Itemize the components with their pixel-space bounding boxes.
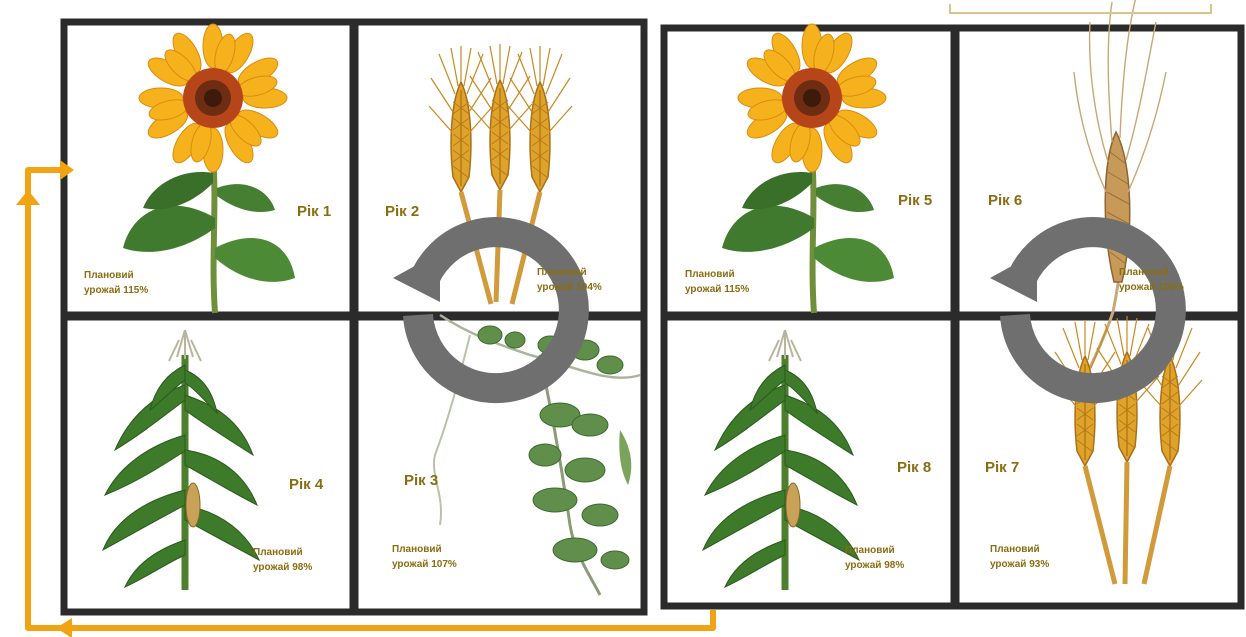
yield-line-2: урожай 106% <box>1119 280 1184 295</box>
year-label: Рік 2 <box>385 203 419 220</box>
yield-line-1: Плановий <box>685 267 749 282</box>
arrow-head-icon <box>16 190 40 205</box>
yield-line-1: Плановий <box>537 265 602 280</box>
yield-line-1: Плановий <box>84 268 148 283</box>
yield-line-1: Плановий <box>392 542 457 557</box>
yield-line-2: урожай 107% <box>392 557 457 572</box>
year-label: Рік 8 <box>897 459 931 476</box>
yield-line-1: Плановий <box>990 542 1049 557</box>
yield-line-1: Плановий <box>845 543 904 558</box>
yield-line-1: Плановий <box>1119 265 1184 280</box>
year-label: Рік 4 <box>289 476 323 493</box>
year-label: Рік 5 <box>898 192 932 209</box>
planned-yield-label: Плановий урожай 93% <box>990 542 1049 572</box>
arrow-head-icon <box>56 618 72 637</box>
year-label: Рік 7 <box>985 459 1019 476</box>
yield-line-1: Плановий <box>253 545 312 560</box>
yield-line-2: урожай 115% <box>84 283 148 298</box>
planned-yield-label: Плановий урожай 106% <box>1119 265 1184 295</box>
bracket-line <box>950 4 1211 13</box>
year-label: Рік 6 <box>988 192 1022 209</box>
yield-line-2: урожай 104% <box>537 280 602 295</box>
planned-yield-label: Плановий урожай 98% <box>253 545 312 575</box>
year-label: Рік 1 <box>297 203 331 220</box>
yield-line-2: урожай 98% <box>253 560 312 575</box>
planned-yield-label: Плановий урожай 98% <box>845 543 904 573</box>
planned-yield-label: Плановий урожай 115% <box>84 268 148 298</box>
yield-line-2: урожай 98% <box>845 558 904 573</box>
planned-yield-label: Плановий урожай 115% <box>685 267 749 297</box>
planned-yield-label: Плановий урожай 104% <box>537 265 602 295</box>
yield-line-2: урожай 93% <box>990 557 1049 572</box>
year-label: Рік 3 <box>404 472 438 489</box>
planned-yield-label: Плановий урожай 107% <box>392 542 457 572</box>
yield-line-2: урожай 115% <box>685 282 749 297</box>
